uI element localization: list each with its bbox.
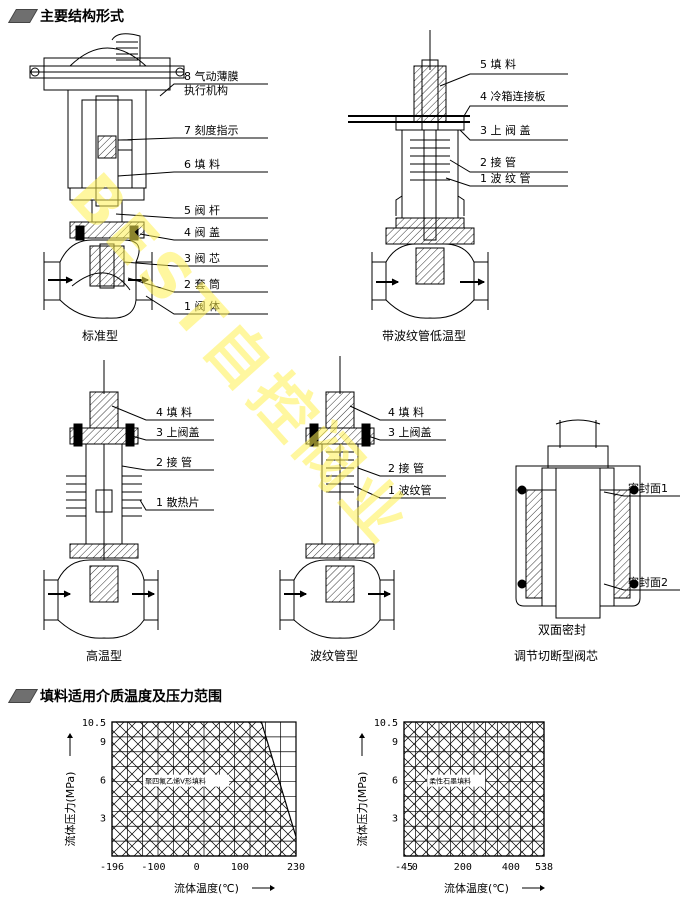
std-label-actuator-2: 执行机构 [184,83,228,97]
y-tick-label: 6 [392,775,398,786]
series-label-bg [427,774,486,787]
std-label-bonnet: 4 阀 盖 [184,225,220,239]
graphite-packing-chart: 柔性石墨填料 -450 200 400 538 3 6 9 10.5 流体温度(℃) 流体压力(MP… [355,718,553,895]
bw-label-upper-bonnet: 3 上阀盖 [388,425,432,439]
x-tick-label: 230 [287,862,305,873]
high-temp-caption: 高温型 [86,648,122,663]
ht-label-packing: 4 填 料 [156,405,192,419]
y-axis-arrow-head [67,733,73,738]
y-tick-label: 10.5 [82,718,106,729]
cutoff-plug-drawing [515,419,680,619]
series-label: 柔性石墨填料 [429,777,471,786]
std-label-indicator: 7 刻度指示 [184,123,239,137]
standard-caption: 标准型 [82,329,118,343]
x-axis-arrow-head [540,885,545,891]
standard-valve-drawing [29,33,268,319]
std-label-cage: 2 套 筒 [184,277,220,291]
y-tick-label: 9 [392,737,398,748]
plot-frame [111,721,297,857]
y-tick-label: 3 [100,814,106,825]
x-tick-label: 538 [535,862,553,873]
structure-section-title: 主要结构形式 [6,6,124,26]
ht-label-upper-bonnet: 3 上阀盖 [156,425,200,439]
lt-label-coldbox: 4 冷箱连接板 [480,89,546,103]
x-tick-label: -100 [141,862,165,873]
std-label-stem: 5 阀 杆 [184,203,220,217]
x-tick-label: -45 [395,862,413,873]
x-tick-label: 400 [502,862,520,873]
y-tick-label: 3 [392,814,398,825]
lt-label-upper-bonnet: 3 上 阀 盖 [480,123,531,137]
bw-label-pipe: 2 接 管 [388,461,424,475]
plug-label-seal2: 密封面2 [628,575,668,589]
x-axis-arrow-head [270,885,275,891]
high-temp-drawing [43,360,214,639]
ptfe-packing-chart: 聚四氟乙烯V形填料 -196 -100 0 100 230 3 6 9 10.5 流体温度(℃) 流体… [63,718,305,895]
plug-label-seal1: 密封面1 [628,481,668,495]
y-tick-label: 9 [100,737,106,748]
std-label-plug: 3 阀 芯 [184,251,220,265]
bw-label-bellows: 1 波纹管 [388,483,432,497]
bellows-low-temp-caption: 带波纹管低温型 [382,328,466,343]
bellows-low-temp-drawing [348,30,568,319]
y-axis-label: 流体压力(MPa) [63,772,77,847]
valve-structure-drawings: 8 气动薄膜 执行机构 7 刻度指示 6 填 料 5 阀 杆 4 阀 盖 3 阀… [29,30,680,663]
bellows-valve-drawing [279,356,446,639]
ht-label-pipe: 2 接 管 [156,455,192,469]
structure-title-text: 主要结构形式 [40,9,124,25]
x-tick-label: 200 [454,862,472,873]
x-tick-label: 0 [412,862,418,873]
lt-label-packing: 5 填 料 [480,57,516,71]
y-axis-arrow-head [359,733,365,738]
bw-label-packing: 4 填 料 [388,405,424,419]
y-tick-label: 6 [100,775,106,786]
y-axis-label: 流体压力(MPa) [355,772,369,847]
section-marker-icon [7,689,39,703]
cutoff-plug-subcaption: 双面密封 [538,622,586,637]
packing-title-text: 填料适用介质温度及压力范围 [40,689,222,705]
x-tick-label: 100 [231,862,249,873]
x-axis-label: 流体温度(℃) [174,881,239,895]
plot-frame [403,721,545,857]
cutoff-plug-caption: 调节切断型阀芯 [514,648,598,663]
ht-label-fins: 1 散热片 [156,495,200,509]
lt-label-pipe: 2 接 管 [480,155,516,169]
packing-range-charts: 聚四氟乙烯V形填料 -196 -100 0 100 230 3 6 9 10.5 流体温度(℃) 流体… [63,718,553,895]
std-label-actuator: 8 气动薄膜 [184,69,239,83]
series-label-bg [143,774,230,787]
x-tick-label: 0 [194,862,200,873]
series-label: 聚四氟乙烯V形填料 [145,777,206,786]
std-label-packing: 6 填 料 [184,157,220,171]
std-label-body: 1 阀 体 [184,299,220,313]
packing-section-title: 填料适用介质温度及压力范围 [6,686,222,706]
lt-label-bellows: 1 波 纹 管 [480,171,531,185]
bellows-caption: 波纹管型 [310,648,358,663]
y-tick-label: 10.5 [374,718,398,729]
x-axis-label: 流体温度(℃) [444,881,509,895]
x-tick-label: -196 [100,862,124,873]
